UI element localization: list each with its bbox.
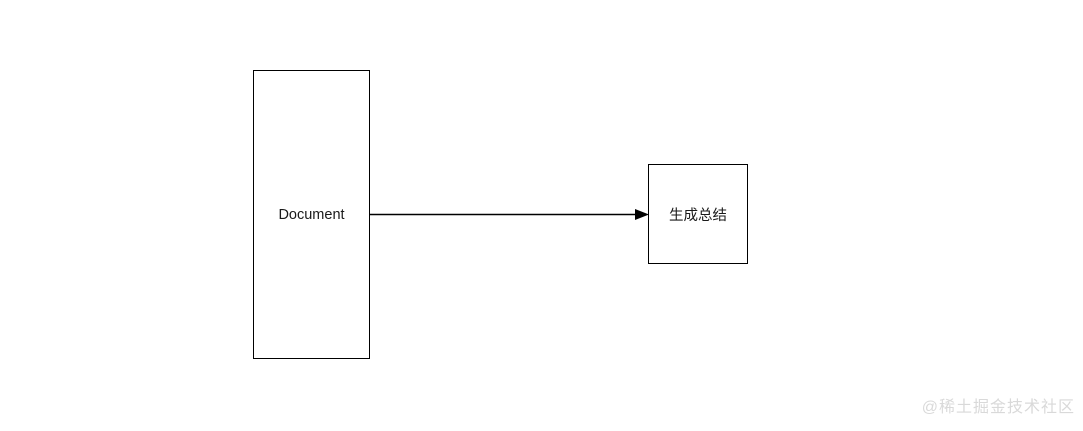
watermark-text: @稀土掘金技术社区 [921, 399, 1075, 416]
node-document-label: Document [278, 206, 345, 223]
node-generate-summary: 生成总结 [648, 164, 748, 264]
arrowhead-icon [635, 209, 649, 220]
edge-arrow [370, 209, 649, 220]
node-document: Document [253, 70, 370, 359]
node-generate-summary-label: 生成总结 [669, 207, 727, 224]
